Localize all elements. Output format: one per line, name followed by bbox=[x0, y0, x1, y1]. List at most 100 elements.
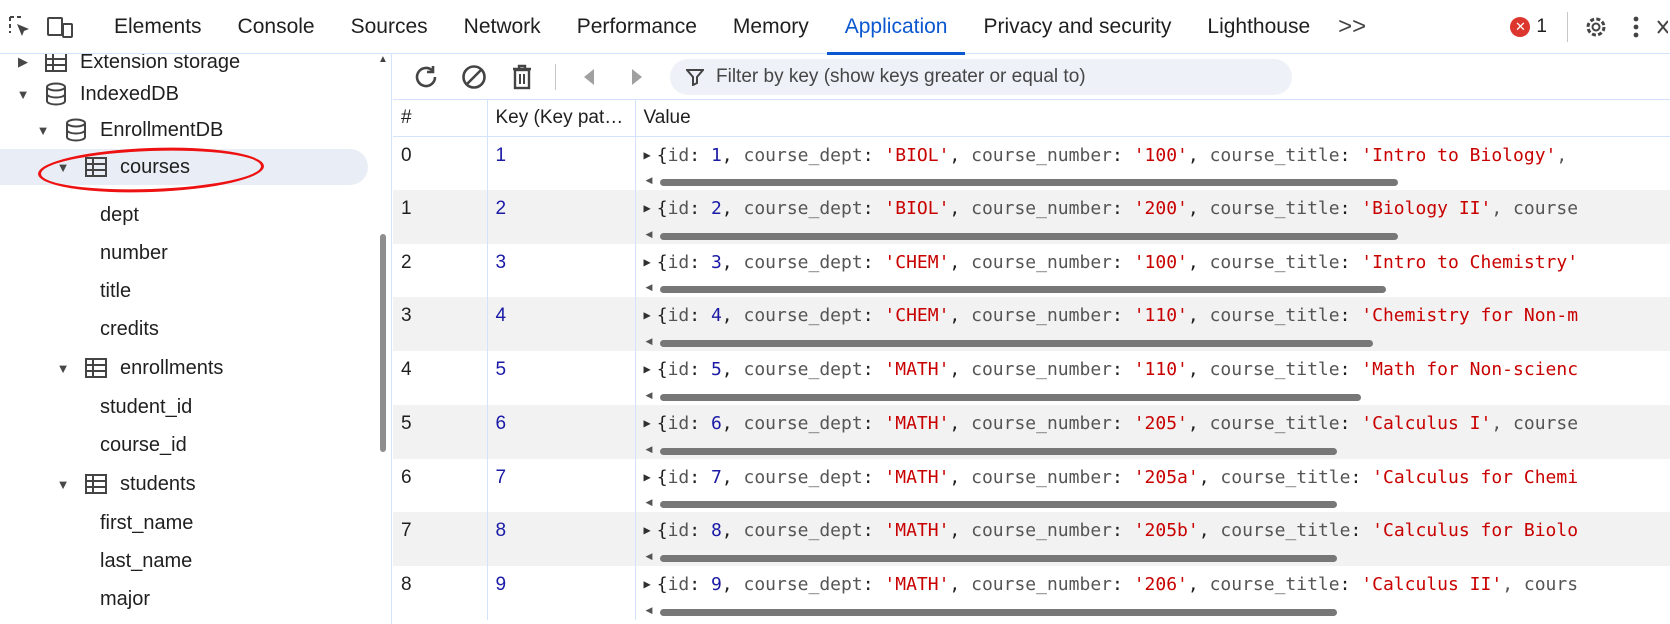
filter-by-key-input[interactable]: Filter by key (show keys greater or equa… bbox=[670, 58, 1292, 95]
scroll-left-arrow-icon[interactable]: ◀ bbox=[645, 336, 653, 346]
row-value[interactable]: ▶{id: 6, course_dept: 'MATH', course_num… bbox=[635, 404, 1670, 459]
value-horizontal-scrollbar[interactable]: ◀▶ bbox=[645, 336, 1670, 348]
tree-indexeddb[interactable]: ▼ IndexedDB bbox=[14, 76, 179, 112]
row-value[interactable]: ▶{id: 9, course_dept: 'MATH', course_num… bbox=[635, 566, 1670, 620]
index-credits[interactable]: credits bbox=[100, 318, 159, 340]
inspect-element-icon[interactable] bbox=[0, 0, 40, 54]
scrollbar-thumb[interactable] bbox=[659, 501, 1337, 509]
row-value[interactable]: ▶{id: 7, course_dept: 'MATH', course_num… bbox=[635, 458, 1670, 513]
tree-store-enrollments[interactable]: ▼ enrollments bbox=[54, 350, 224, 386]
scroll-up-arrow-icon[interactable]: ▲ bbox=[378, 54, 388, 65]
tree-extension-storage[interactable]: ▶ Extension storage bbox=[14, 54, 240, 80]
collapse-arrow-icon[interactable]: ▼ bbox=[56, 360, 70, 376]
expand-arrow-icon[interactable]: ▶ bbox=[643, 200, 651, 215]
scrollbar-thumb[interactable] bbox=[659, 608, 1337, 616]
scrollbar-thumb[interactable] bbox=[659, 178, 1398, 186]
collapse-arrow-icon[interactable]: ▼ bbox=[16, 86, 30, 102]
value-horizontal-scrollbar[interactable]: ◀▶ bbox=[645, 443, 1670, 456]
tab-privacy-and-security[interactable]: Privacy and security bbox=[983, 14, 1172, 38]
delete-selected-icon[interactable] bbox=[503, 58, 541, 96]
close-devtools-icon[interactable] bbox=[1656, 0, 1670, 54]
index-title[interactable]: title bbox=[100, 280, 132, 302]
scrollbar-thumb[interactable] bbox=[659, 286, 1386, 294]
tab-sources[interactable]: Sources bbox=[350, 14, 428, 38]
collapse-arrow-icon[interactable]: ▼ bbox=[36, 122, 50, 138]
index-major[interactable]: major bbox=[100, 588, 151, 610]
expand-arrow-icon[interactable]: ▶ bbox=[643, 308, 651, 323]
index-number[interactable]: number bbox=[100, 242, 168, 264]
column-header-index[interactable]: # bbox=[393, 100, 488, 137]
tab-elements[interactable]: Elements bbox=[114, 14, 202, 38]
settings-gear-icon[interactable] bbox=[1576, 0, 1616, 54]
value-horizontal-scrollbar[interactable]: ◀▶ bbox=[645, 282, 1670, 294]
column-header-key[interactable]: Key (Key pat… bbox=[487, 100, 636, 137]
tree-enrollmentdb[interactable]: ▼ EnrollmentDB bbox=[34, 112, 223, 148]
tab-memory[interactable]: Memory bbox=[732, 14, 809, 38]
expand-arrow-icon[interactable]: ▶ bbox=[18, 54, 28, 69]
scrollbar-thumb[interactable] bbox=[659, 555, 1337, 562]
scroll-left-arrow-icon[interactable]: ◀ bbox=[645, 228, 653, 239]
index-course-id[interactable]: course_id bbox=[100, 434, 187, 456]
value-horizontal-scrollbar[interactable]: ◀▶ bbox=[645, 604, 1670, 617]
tree-store-students[interactable]: ▼ students bbox=[54, 466, 196, 502]
scroll-left-arrow-icon[interactable]: ◀ bbox=[645, 174, 653, 185]
row-value[interactable]: ▶{id: 8, course_dept: 'MATH', course_num… bbox=[635, 512, 1670, 566]
scroll-left-arrow-icon[interactable]: ◀ bbox=[645, 604, 653, 615]
sidebar-scrollbar[interactable] bbox=[380, 234, 386, 452]
collapse-arrow-icon[interactable]: ▼ bbox=[56, 476, 70, 492]
row-value[interactable]: ▶{id: 1, course_dept: 'BIOL', course_num… bbox=[635, 136, 1670, 190]
value-horizontal-scrollbar[interactable]: ◀▶ bbox=[645, 551, 1670, 563]
index-dept[interactable]: dept bbox=[100, 204, 139, 226]
expand-arrow-icon[interactable]: ▶ bbox=[643, 523, 651, 538]
index-last-name[interactable]: last_name bbox=[100, 550, 193, 572]
scrollbar-thumb[interactable] bbox=[659, 232, 1398, 240]
expand-arrow-icon[interactable]: ▶ bbox=[643, 577, 651, 591]
row-value[interactable]: ▶{id: 4, course_dept: 'CHEM', course_num… bbox=[635, 297, 1670, 351]
value-horizontal-scrollbar[interactable]: ◀▶ bbox=[645, 497, 1670, 509]
scrollbar-thumb[interactable] bbox=[659, 340, 1373, 347]
value-horizontal-scrollbar[interactable]: ◀▶ bbox=[645, 228, 1670, 241]
tab-console[interactable]: Console bbox=[237, 14, 315, 38]
more-tabs-button[interactable]: >> bbox=[1338, 12, 1367, 40]
scroll-left-arrow-icon[interactable]: ◀ bbox=[645, 389, 653, 400]
tab-lighthouse[interactable]: Lighthouse bbox=[1207, 14, 1311, 38]
row-value[interactable]: ▶{id: 2, course_dept: 'BIOL', course_num… bbox=[635, 189, 1670, 244]
scroll-left-arrow-icon[interactable]: ◀ bbox=[645, 551, 653, 561]
collapse-arrow-icon[interactable]: ▼ bbox=[56, 159, 70, 175]
expand-arrow-icon[interactable]: ▶ bbox=[643, 362, 651, 376]
more-options-icon[interactable] bbox=[1616, 0, 1656, 54]
tree-store-courses[interactable]: ▼ courses bbox=[0, 149, 368, 185]
previous-page-icon[interactable] bbox=[570, 58, 608, 96]
expand-arrow-icon[interactable]: ▶ bbox=[643, 254, 651, 269]
scroll-left-arrow-icon[interactable]: ◀ bbox=[645, 497, 653, 508]
tab-network[interactable]: Network bbox=[463, 14, 541, 38]
expand-arrow-icon[interactable]: ▶ bbox=[643, 415, 651, 430]
scrollbar-thumb[interactable] bbox=[659, 447, 1337, 455]
row-value[interactable]: ▶{id: 3, course_dept: 'CHEM', course_num… bbox=[635, 243, 1670, 298]
index-first-name[interactable]: first_name bbox=[100, 512, 194, 534]
device-toolbar-icon[interactable] bbox=[40, 0, 80, 54]
clear-store-icon[interactable] bbox=[455, 58, 493, 96]
error-counter[interactable]: ✕ 1 bbox=[1498, 16, 1559, 38]
next-page-icon[interactable] bbox=[618, 58, 656, 96]
scrollbar-thumb[interactable] bbox=[659, 393, 1361, 401]
scroll-left-arrow-icon[interactable]: ◀ bbox=[645, 282, 653, 293]
tab-performance[interactable]: Performance bbox=[576, 14, 697, 38]
scroll-left-arrow-icon[interactable]: ◀ bbox=[645, 443, 653, 454]
expand-arrow-icon[interactable]: ▶ bbox=[643, 147, 651, 162]
expand-arrow-icon[interactable]: ▶ bbox=[643, 469, 651, 484]
value-horizontal-scrollbar[interactable]: ◀▶ bbox=[645, 174, 1670, 187]
value-horizontal-scrollbar[interactable]: ◀▶ bbox=[645, 389, 1670, 402]
tab-application[interactable]: Application bbox=[826, 0, 966, 55]
refresh-icon[interactable] bbox=[407, 58, 445, 96]
row-value[interactable]: ▶{id: 5, course_dept: 'MATH', course_num… bbox=[635, 351, 1670, 405]
